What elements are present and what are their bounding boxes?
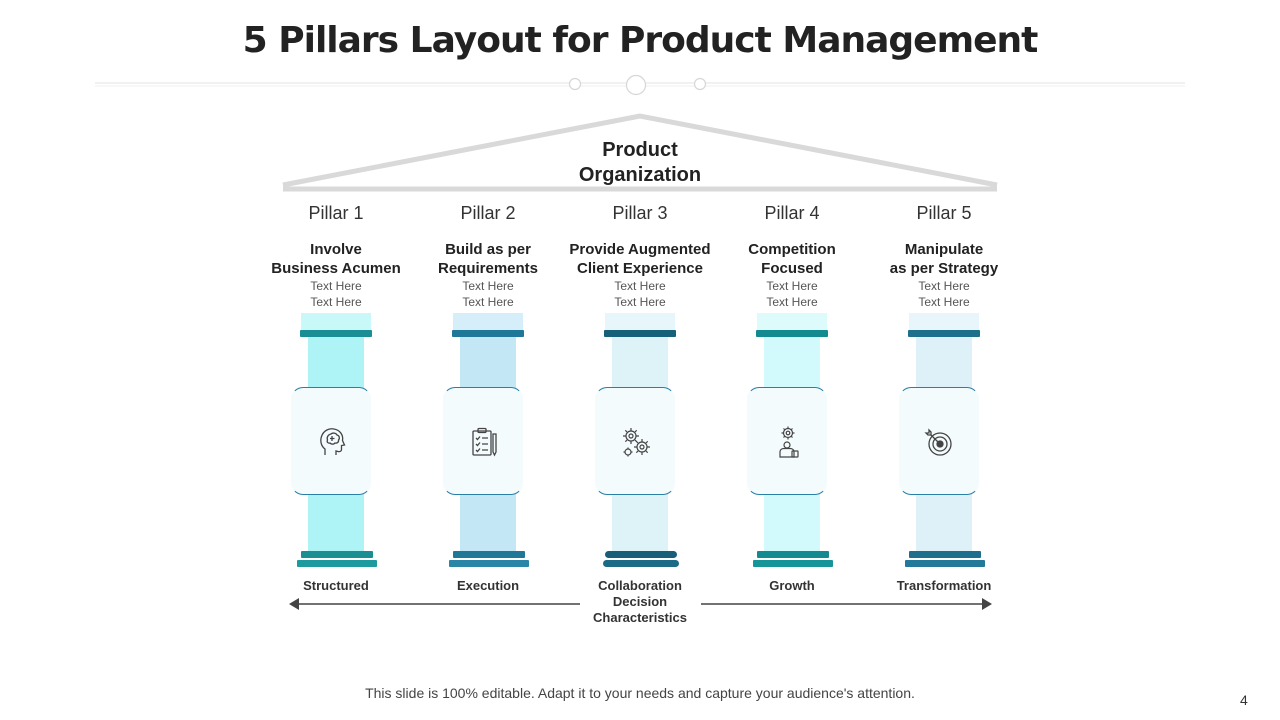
target-arrow-icon (924, 428, 952, 456)
pillar-cap-bar (604, 330, 676, 337)
pillar-label: Pillar 3 (612, 203, 668, 223)
roof-outline (282, 113, 998, 192)
pillar-icon-box (747, 387, 827, 495)
slide-title: 5 Pillars Layout for Product Management (242, 20, 1039, 61)
pillar-text: Text Here (310, 279, 362, 293)
pillar-5: Pillar 5 Manipulate as per Strategy Text… (859, 0, 1029, 720)
pillar-base-bar (905, 560, 985, 567)
pillar-heading: Involve Business Acumen (271, 241, 401, 277)
pillar-caption: Transformation (896, 578, 992, 593)
pillar-2: Pillar 2 Build as per Requirements Text … (403, 0, 573, 720)
pillar-base-bar (753, 560, 833, 567)
pillar-4: Pillar 4 Competition Focused Text Here T… (707, 0, 877, 720)
pillar-caption: Growth (769, 578, 815, 593)
pillar-text: Text Here (614, 279, 666, 293)
pillar-base-bar (605, 551, 677, 558)
pillar-icon-box (595, 387, 675, 495)
pillar-label: Pillar 2 (460, 203, 516, 223)
pillar-text: Text Here (310, 295, 362, 309)
center-caption: Collaboration Decision Characteristics (593, 578, 687, 625)
pillar-base-bar (449, 560, 529, 567)
pillar-base-bar (453, 551, 525, 558)
clipboard-checklist-icon (472, 427, 497, 457)
pillar-capital (605, 313, 675, 331)
pillar-heading: Manipulate as per Strategy (889, 241, 999, 277)
pillar-label: Pillar 1 (308, 203, 364, 223)
pillar-capital (757, 313, 827, 331)
pillar-1: Pillar 1 Involve Business Acumen Text He… (251, 0, 421, 720)
pillar-base-bar (603, 560, 679, 567)
pillar-text: Text Here (918, 279, 970, 293)
gears-icon (623, 428, 650, 457)
pillar-text: Text Here (766, 295, 818, 309)
pillar-heading: Competition Focused (748, 241, 836, 277)
pillar-capital (909, 313, 979, 331)
pillar-label: Pillar 5 (916, 203, 972, 223)
pillar-icon-box (443, 387, 523, 495)
pillar-heading: Provide Augmented Client Experience (569, 241, 711, 277)
pillar-text: Text Here (918, 295, 970, 309)
pillar-text: Text Here (614, 295, 666, 309)
pillar-icon-box (899, 387, 979, 495)
pillar-caption: Structured (303, 578, 369, 593)
pillar-base-bar (297, 560, 377, 567)
person-gear-icon (779, 426, 799, 458)
pillar-base-bar (301, 551, 373, 558)
pillar-icon-box (291, 387, 371, 495)
pillar-text: Text Here (462, 279, 514, 293)
title-divider (95, 74, 1185, 96)
pillar-cap-bar (452, 330, 524, 337)
pillar-text: Text Here (462, 295, 514, 309)
page-number: 4 (1240, 692, 1248, 708)
pillar-label: Pillar 4 (764, 203, 820, 223)
pillar-base-bar (757, 551, 829, 558)
pillar-cap-bar (908, 330, 980, 337)
pillar-cap-bar (756, 330, 828, 337)
head-brain-icon (320, 428, 346, 455)
pillar-text: Text Here (766, 279, 818, 293)
pillar-capital (453, 313, 523, 331)
pillar-heading: Build as per Requirements (437, 241, 539, 277)
pillar-caption: Execution (456, 578, 520, 593)
roof-label: Product Organization (578, 139, 702, 186)
pillar-cap-bar (300, 330, 372, 337)
pillar-capital (301, 313, 371, 331)
pillar-base-bar (909, 551, 981, 558)
pillar-3: Pillar 3 Provide Augmented Client Experi… (555, 0, 725, 720)
footer-note: This slide is 100% editable. Adapt it to… (365, 685, 915, 701)
